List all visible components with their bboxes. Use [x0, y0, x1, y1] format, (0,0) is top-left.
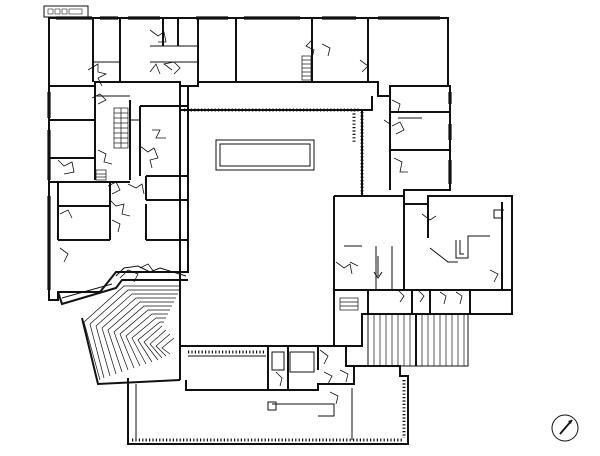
north-wing [48, 16, 449, 97]
south-east-steps [367, 313, 469, 367]
compass-north-icon [551, 414, 579, 442]
east-wing [383, 85, 452, 196]
central-hall [179, 86, 373, 380]
fan-steps [57, 263, 188, 386]
south-terrace [127, 365, 409, 445]
title-block-icon [43, 5, 89, 18]
south-porch [180, 345, 355, 391]
central-pool [215, 139, 315, 171]
west-wing [47, 86, 189, 301]
south-east-block [334, 195, 513, 347]
